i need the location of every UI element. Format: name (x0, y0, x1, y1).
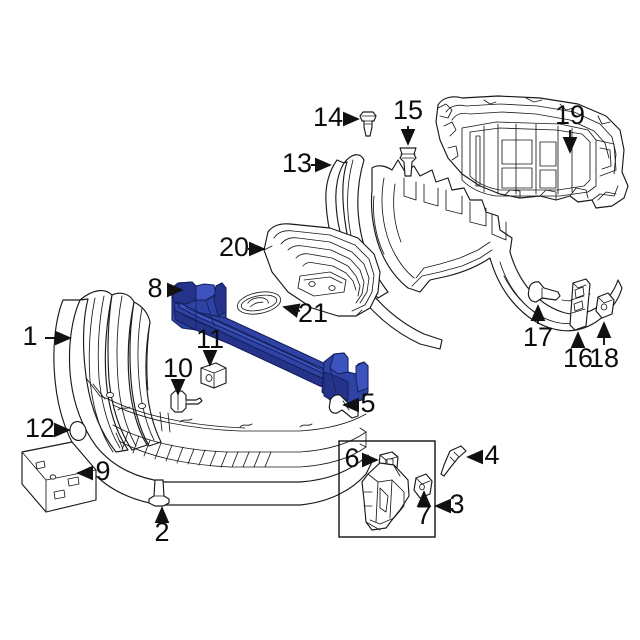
detail-box-3 (338, 440, 436, 538)
part-screw-10 (170, 390, 203, 413)
callout-17: 17 (523, 322, 553, 352)
callout-4: 4 (484, 440, 499, 470)
part-bolt-17 (527, 281, 561, 303)
callout-6: 6 (344, 443, 359, 473)
callout-2: 2 (154, 517, 169, 547)
part-grille (263, 223, 381, 317)
callout-5: 5 (360, 388, 375, 418)
callout-18: 18 (589, 343, 619, 373)
part-lower-valance (325, 154, 623, 350)
part-bracket-detail (361, 462, 410, 531)
callout-9: 9 (95, 456, 110, 486)
part-grille-opening-panel (435, 95, 629, 209)
callout-7: 7 (416, 500, 431, 530)
part-emblem (236, 291, 282, 315)
callout-11: 11 (196, 324, 224, 354)
callout-14: 14 (313, 102, 343, 132)
callout-12: 12 (25, 413, 55, 443)
callout-13: 13 (282, 148, 312, 178)
part-clip-7 (413, 473, 433, 499)
part-impact-bar-highlighted (171, 281, 369, 405)
callout-8: 8 (147, 273, 162, 303)
part-front-bumper-cover (53, 290, 373, 506)
callout-19: 19 (555, 100, 585, 130)
callout-3: 3 (449, 489, 464, 519)
callout-15: 15 (393, 95, 423, 125)
callout-21: 21 (298, 298, 328, 328)
callout-numbers: 1 2 3 4 5 6 7 8 9 10 11 12 13 14 15 16 1… (22, 95, 619, 547)
callout-leaders (45, 111, 612, 524)
callout-1: 1 (22, 321, 37, 351)
callout-10: 10 (163, 353, 193, 383)
part-push-pin-14 (359, 111, 377, 137)
part-grommet-15 (399, 147, 417, 177)
part-clip-strip-16 (569, 278, 591, 331)
part-push-pin-retainer (148, 479, 170, 507)
callout-16: 16 (563, 343, 593, 373)
part-bracket-nut (200, 362, 227, 389)
callout-20: 20 (219, 232, 249, 262)
part-retainer-18 (595, 292, 615, 319)
part-screw-4 (440, 445, 467, 477)
